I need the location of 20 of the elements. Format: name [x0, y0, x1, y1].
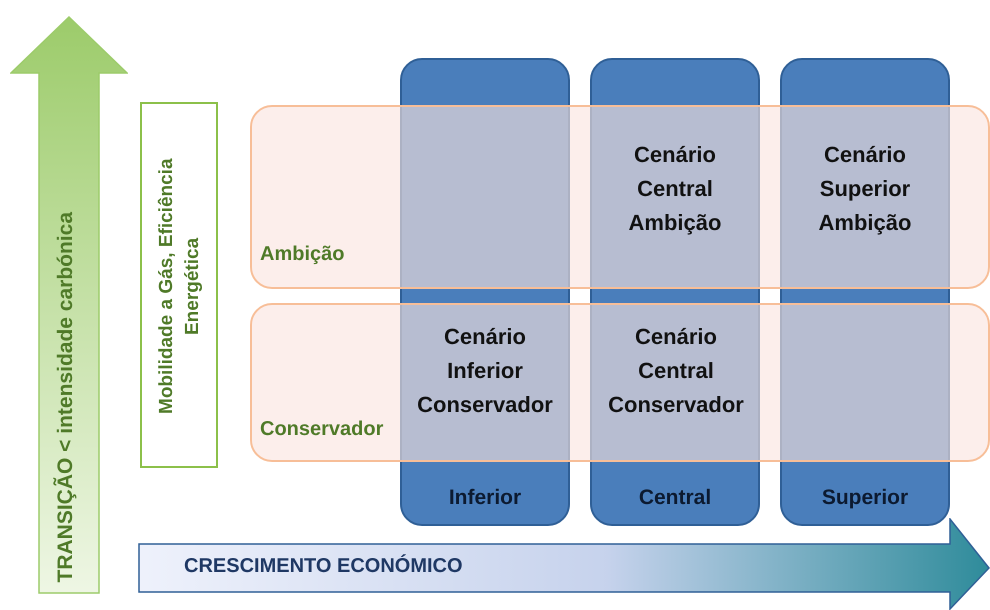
row-band: [250, 105, 990, 289]
vertical-arrow: [10, 16, 128, 594]
scenario-label: Cenário Inferior Conservador: [416, 323, 554, 419]
horizontal-arrow: [138, 518, 990, 610]
scenario-label: Cenário Central Conservador: [607, 323, 745, 419]
row-band: [250, 303, 990, 462]
category-title: Mobilidade a Gás, Eficiência Energética: [155, 157, 204, 416]
column-bar: [780, 58, 950, 526]
column-title: Superior: [820, 486, 910, 510]
column-bar: [400, 58, 570, 526]
row-title: Ambição: [260, 243, 344, 266]
column-bar: [590, 58, 760, 526]
category-box: [140, 102, 218, 468]
row-title: Conservador: [260, 418, 384, 441]
column-title: Inferior: [448, 486, 522, 510]
axis-title: TRANSIÇÃO < intensidade carbónica: [54, 212, 78, 582]
scenario-label: Cenário Central Ambição: [628, 141, 722, 237]
scenario-label: Cenário Superior Ambição: [818, 141, 912, 237]
axis-title: CRESCIMENTO ECONÓMICO: [184, 555, 463, 578]
column-title: Central: [638, 486, 712, 510]
